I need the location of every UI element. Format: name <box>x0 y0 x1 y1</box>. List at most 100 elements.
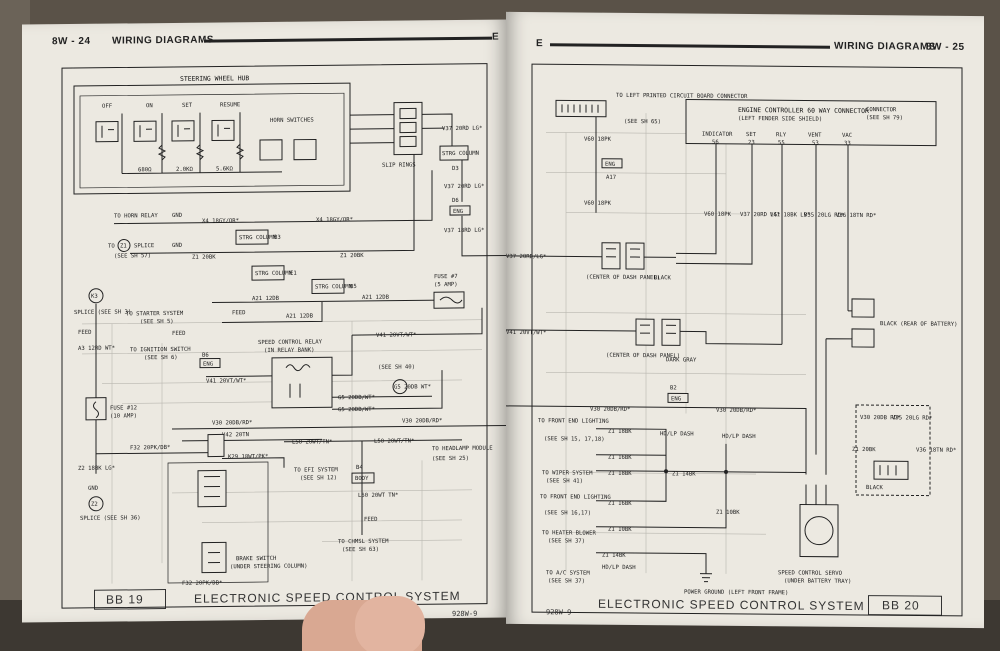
switch-on <box>133 120 157 142</box>
switch-off-label: OFF <box>102 104 113 110</box>
g5-top: G5 20DB/WT* <box>338 395 375 401</box>
battery-conn-1 <box>851 298 875 318</box>
eng-tag-a17 <box>601 158 623 169</box>
v35-20lg: V35 20LG RD* <box>892 415 932 421</box>
slip-ring-2 <box>399 121 417 134</box>
splice-sh36: SPLICE (SEE SH 36) <box>80 515 141 522</box>
horn-switch-2 <box>293 138 317 161</box>
to-ac: TO A/C SYSTEM <box>546 570 590 576</box>
v30-20db: V30 20DB RD* <box>860 415 900 421</box>
to-front-lighting-b: TO FRONT END LIGHTING <box>540 494 611 501</box>
center-dash-conn-4 <box>661 318 681 346</box>
switch-on-label: ON <box>146 103 153 109</box>
servo-connector <box>873 460 909 480</box>
to-chmsl: TO CHMSL SYSTEM <box>338 539 389 546</box>
right-page: E WIRING DIAGRAMS 8W - 25 928W-9 ELECTRO… <box>506 11 984 629</box>
right-diagram-frame <box>531 63 963 617</box>
l50-c: L50 20WT TN* <box>358 493 398 499</box>
z2-label: Z2 18BK LG* <box>78 466 115 472</box>
center-dash-conn-1 <box>601 242 621 270</box>
feed-k3: FEED <box>78 330 92 336</box>
power-ground: POWER GROUND (LEFT FRONT FRAME) <box>684 589 788 596</box>
brake-switch-location: (UNDER STEERING COLUMN) <box>230 564 307 571</box>
to-headlamp: TO HEADLAMP MODULE <box>432 446 493 453</box>
switch-resume <box>211 119 235 142</box>
fuse12-amp: (10 AMP) <box>110 413 137 419</box>
z2-badge: Z2 <box>91 502 98 508</box>
strg-column-b5-label: STRG COLUMN <box>315 284 352 290</box>
center-dash-a: (CENTER OF DASH PANEL) <box>586 275 660 282</box>
k3-splice-icon <box>88 288 104 304</box>
see-sh16: (SEE SH 16,17) <box>544 510 591 516</box>
see-sh63: (SEE SH 63) <box>342 547 379 553</box>
switch-off <box>95 121 119 143</box>
v36-pin: V36 18TN RD* <box>836 213 876 219</box>
k29-label: K29 18WT/PK* <box>228 454 268 460</box>
resistor-5k6: 5.6KΩ <box>216 166 233 172</box>
l50-a: L50 20WT/TN* <box>292 439 332 445</box>
a21-right: A21 12DB <box>362 295 390 301</box>
center-dash-conn-3 <box>635 318 655 346</box>
z1-10bk-b: Z1 10BK <box>716 510 740 516</box>
z1-20bk-servo: Z1 20BK <box>852 447 876 453</box>
z1-gnd: GND <box>172 243 183 249</box>
v30-mid-right: V30 20DB/RD* <box>716 408 756 414</box>
d6-label: D6 <box>452 198 459 204</box>
v37-pin: V37 20RD LG* <box>740 212 780 218</box>
strg-column-d3 <box>439 145 469 161</box>
d3-label: D3 <box>452 166 459 172</box>
to-starter: TO STARTER SYSTEM <box>126 311 184 318</box>
to-z1: TO <box>108 244 115 250</box>
resistor-680: 680Ω <box>138 167 152 173</box>
switch-set <box>171 120 195 142</box>
switch-set-label: SET <box>182 103 193 109</box>
x4-right-label: X4 18GY/OR* <box>316 217 353 223</box>
slip-ring-1 <box>399 107 417 120</box>
v41-relay: V41 20VT/WT* <box>206 378 246 384</box>
see-sh15: (SEE SH 15, 17,18) <box>544 436 605 443</box>
hd-lp-dash-b: HD/LP DASH <box>722 434 756 440</box>
black-label-1: BLACK <box>654 275 671 281</box>
eng-tag-d6 <box>449 205 471 216</box>
fuse7-box <box>433 291 465 309</box>
z1-10bk-a: Z1 10BK <box>608 527 632 533</box>
e1-label: E1 <box>290 271 297 277</box>
black-rear-battery: BLACK (REAR OF BATTERY) <box>880 321 957 328</box>
splice-sh3: SPLICE (SEE SH 3) <box>74 309 131 316</box>
eng-tag-b6-label: ENG <box>203 362 214 368</box>
steering-hub-inner <box>79 92 345 189</box>
dark-gray-label: DARK GRAY <box>666 357 697 363</box>
v37-mid-label: V37 20RD LG* <box>444 184 484 190</box>
finger-holding-page <box>355 596 425 651</box>
engine-controller-label: ENGINE CONTROLLER 60 WAY CONNECTOR <box>738 106 869 115</box>
eng-tag-b6 <box>199 357 221 369</box>
to-front-lighting: TO FRONT END LIGHTING <box>538 418 609 425</box>
connector-label: CONNECTOR <box>866 107 897 113</box>
v60-top: V60 18PK <box>584 137 612 143</box>
controller-pins: INDICATOR 56 SET 23 RLY 55 VENT 53 VAC 3… <box>702 132 852 147</box>
see-sh41: (SEE SH 41) <box>546 478 583 484</box>
center-dash-conn-2 <box>625 242 645 270</box>
slip-ring-3 <box>399 135 417 148</box>
v42-label: V42 20TN <box>222 432 249 438</box>
starter-feed: FEED <box>232 310 246 316</box>
z1-16bk-b: Z1 16BK <box>608 501 632 507</box>
v37-low-label: V37 18RD LG* <box>444 228 484 234</box>
splice-label: SPLICE <box>134 243 155 249</box>
v30-left: V30 20DB/RD* <box>212 420 252 426</box>
to-wiper: TO WIPER SYSTEM <box>542 470 593 476</box>
v41-pin: V41 18BK LB* <box>770 212 810 218</box>
g5-low: G5 20DB/WT* <box>338 407 375 413</box>
v41-mid: V41 20VT/WT* <box>506 330 546 336</box>
fuse7-label: FUSE #7 <box>434 274 458 280</box>
b4-label: B4 <box>356 465 363 471</box>
hub-switch-labels: OFF ON SET RESUME <box>102 102 241 109</box>
brake-conn-top <box>207 433 225 458</box>
z2-splice-icon <box>88 496 104 512</box>
see-sh12: (SEE SH 12) <box>300 475 337 481</box>
pin-indicator-num: 56 <box>712 140 719 146</box>
see-sh25: (SEE SH 25) <box>432 456 469 462</box>
b3-label: B3 <box>274 235 281 241</box>
f32-top: F32 20PK/DB* <box>130 445 170 451</box>
sc-relay-bank: (IN RELAY BANK) <box>264 347 315 354</box>
